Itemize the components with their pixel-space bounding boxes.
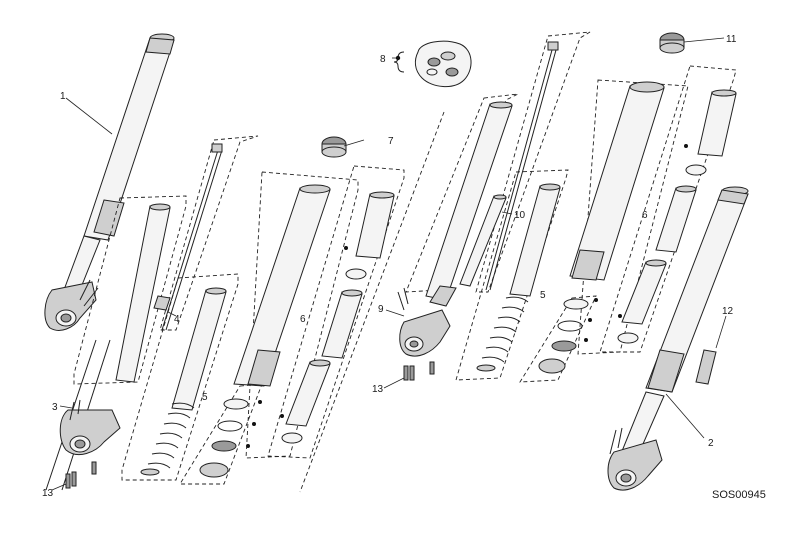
fork-leg-left	[44, 33, 175, 331]
callout-labels: 1 2 3 4 5 5 6 6 7 8 9 10 11 12 13 13 SOS…	[42, 34, 766, 501]
service-kit-8	[393, 40, 472, 87]
callout-5b: 5	[540, 290, 546, 301]
callout-13a: 13	[42, 488, 54, 499]
callout-11: 11	[726, 34, 737, 45]
callout-10: 10	[514, 210, 526, 221]
damper-rod-center	[459, 31, 591, 293]
seal-kit-center	[519, 295, 598, 383]
callout-3: 3	[52, 402, 58, 413]
callout-4: 4	[174, 314, 180, 325]
spacer-tubes-left	[267, 165, 405, 459]
inner-tube-center	[569, 79, 689, 355]
callout-13b: 13	[372, 384, 384, 395]
callout-2: 2	[708, 438, 714, 449]
fork-leg-right	[607, 186, 749, 491]
damper-cartridge-left	[73, 195, 187, 385]
fork-leg-center	[397, 93, 519, 381]
fork-cap-11	[659, 32, 685, 54]
protector-12	[695, 349, 717, 385]
callout-1: 1	[60, 91, 66, 102]
leader-lines	[51, 37, 727, 491]
callout-7: 7	[388, 136, 394, 147]
spacer-tubes-center	[599, 65, 737, 353]
fork-spring-center	[455, 169, 569, 381]
fork-spring-left	[121, 273, 239, 481]
inner-tube-left	[233, 171, 359, 459]
callout-5a: 5	[202, 392, 208, 403]
callout-9: 9	[378, 304, 384, 315]
callout-6b: 6	[642, 210, 648, 221]
callout-6a: 6	[300, 314, 306, 325]
axle-clamp-left	[45, 339, 121, 491]
callout-12: 12	[722, 306, 734, 317]
damper-rod-left	[153, 135, 259, 331]
fork-cap-7	[321, 136, 347, 158]
drawing-code: SOS00945	[712, 489, 766, 501]
callout-8: 8	[380, 54, 386, 65]
